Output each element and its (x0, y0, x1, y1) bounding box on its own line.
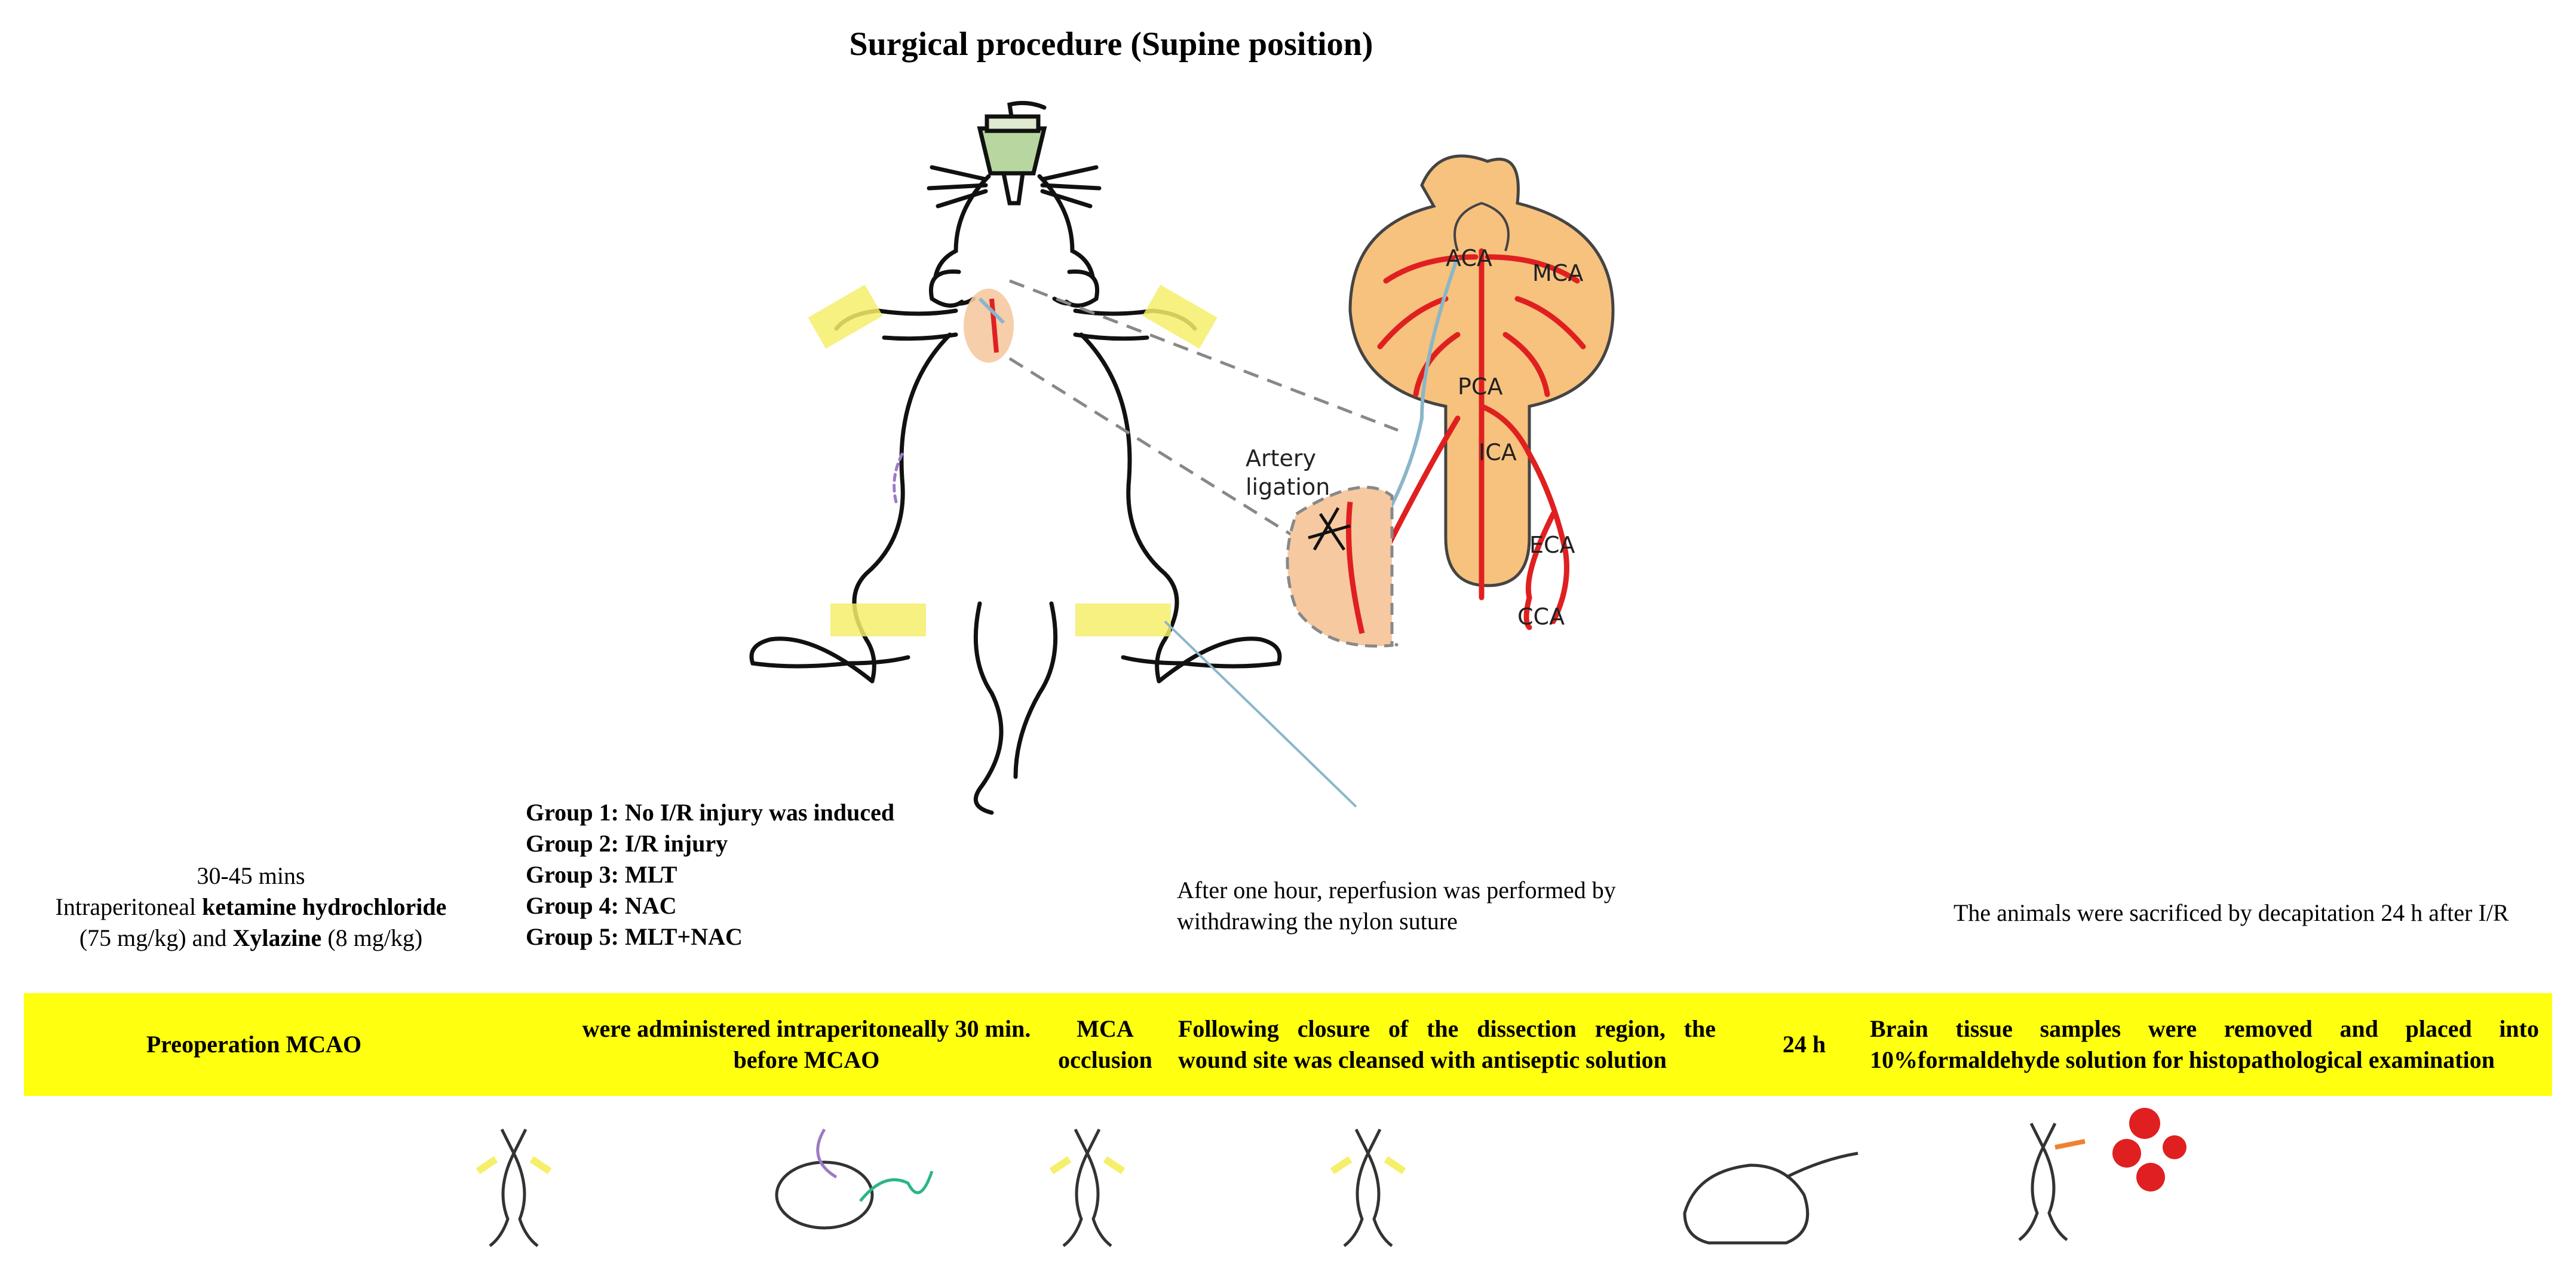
label-eca: ECA (1529, 532, 1575, 558)
group-item: Group 2: I/R injury (526, 830, 728, 857)
nose-cone-icon (977, 126, 1047, 176)
group-item: Group 4: NAC (526, 892, 677, 919)
tape-strips (808, 284, 1218, 636)
timeline-step-tissue-sampling: Brain tissue samples were removed and pl… (1870, 1015, 2539, 1073)
rat-supine-icon (1049, 1128, 1126, 1247)
diagram-title: Surgical procedure (Supine position) (849, 26, 1373, 63)
timeline-step-wound-closure: Following closure of the dissection regi… (1178, 1015, 1716, 1073)
rat-supine-icon (1330, 1128, 1406, 1247)
label-pca: PCA (1458, 373, 1502, 400)
drug-xylazine: Xylazine (232, 924, 322, 951)
anesthesia-line3: (75 mg/kg) and Xylazine (8 mg/kg) (79, 924, 423, 951)
label-artery-line2: ligation (1246, 474, 1330, 500)
timeline-step-administration: were administered intraperitoneally 30 m… (582, 1015, 1031, 1073)
ligation-knot-icon (1308, 507, 1351, 551)
surgical-illustration: ACA MCA PCA ICA ECA CCA Artery ligation (749, 100, 1615, 815)
rat-injection-icon (775, 1128, 934, 1230)
anesthesia-duration: 30-45 mins (197, 862, 305, 889)
label-cca: CCA (1517, 604, 1565, 630)
timeline-band (24, 993, 2552, 1096)
group-item: Group 3: MLT (526, 861, 677, 888)
timeline-icons (476, 1108, 2186, 1247)
rat-brain-sampling-icon (2018, 1122, 2086, 1241)
label-aca: ACA (1446, 245, 1492, 271)
brain-illustration (1286, 154, 1615, 648)
group-list: Group 1: No I/R injury was induced Group… (526, 797, 894, 952)
incision-site (964, 289, 1014, 363)
anesthesia-note: 30-45 mins Intraperitoneal ketamine hydr… (36, 860, 466, 954)
group-item: Group 1: No I/R injury was induced (526, 799, 895, 826)
rat-recovery-icon (1683, 1151, 1859, 1245)
label-mca: MCA (1532, 260, 1583, 286)
label-ica: ICA (1479, 439, 1517, 465)
label-artery-line1: Artery (1246, 445, 1316, 471)
brain-sample-icon (2112, 1108, 2186, 1192)
rat-body-illustration (749, 100, 1282, 815)
timeline-step-24h: 24 h (1782, 1031, 1826, 1058)
anesthesia-line2: Intraperitoneal ketamine hydrochloride (55, 893, 447, 920)
group-item: Group 5: MLT+NAC (526, 923, 743, 950)
reperfusion-note: After one hour, reperfusion was performe… (1177, 877, 1616, 935)
drug-ketamine: ketamine hydrochloride (202, 893, 447, 920)
timeline-step-preoperation: Preoperation MCAO (146, 1031, 362, 1058)
sacrifice-note: The animals were sacrificed by decapitat… (1954, 899, 2509, 926)
rat-supine-icon (476, 1128, 552, 1247)
